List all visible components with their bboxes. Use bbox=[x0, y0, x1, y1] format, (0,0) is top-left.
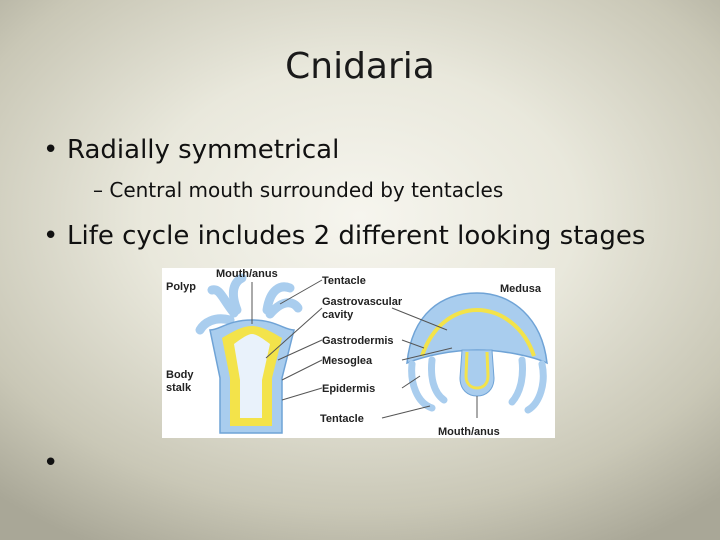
label-mouth-anus-top: Mouth/anus bbox=[216, 268, 278, 280]
polyp-medusa-illustration: Polyp Mouth/anus Tentacle Gastrovascular… bbox=[166, 268, 548, 438]
label-body: Body bbox=[166, 369, 194, 381]
label-polyp: Polyp bbox=[166, 281, 196, 293]
label-mesoglea: Mesoglea bbox=[322, 355, 373, 367]
slide-title: Cnidaria bbox=[285, 46, 435, 87]
bullet-1-text: Radially symmetrical bbox=[67, 135, 340, 165]
sub-bullet-1: – Central mouth surrounded by tentacles bbox=[93, 178, 504, 202]
label-mouth-anus-bottom: Mouth/anus bbox=[438, 426, 500, 438]
label-tentacle-top: Tentacle bbox=[322, 275, 366, 287]
bullet-marker: • bbox=[43, 448, 59, 478]
leader-lines bbox=[251, 279, 478, 419]
bullet-2-text: Life cycle includes 2 different looking … bbox=[67, 221, 646, 251]
label-cavity: cavity bbox=[322, 309, 354, 321]
label-stalk: stalk bbox=[166, 382, 192, 394]
bullet-marker: • bbox=[43, 135, 59, 165]
label-medusa: Medusa bbox=[500, 283, 542, 295]
bullet-marker: • bbox=[43, 221, 59, 251]
bullet-3: • bbox=[43, 448, 67, 478]
bullet-2: • Life cycle includes 2 different looking… bbox=[43, 221, 645, 251]
cnidaria-diagram: Polyp Mouth/anus Tentacle Gastrovascular… bbox=[162, 268, 555, 438]
polyp-drawing bbox=[195, 273, 303, 434]
label-gastrovascular: Gastrovascular bbox=[322, 296, 403, 308]
medusa-drawing bbox=[406, 292, 548, 414]
label-epidermis: Epidermis bbox=[322, 383, 375, 395]
label-gastrodermis: Gastrodermis bbox=[322, 335, 394, 347]
label-tentacle-bottom: Tentacle bbox=[320, 413, 364, 425]
bullet-1: • Radially symmetrical bbox=[43, 135, 339, 165]
